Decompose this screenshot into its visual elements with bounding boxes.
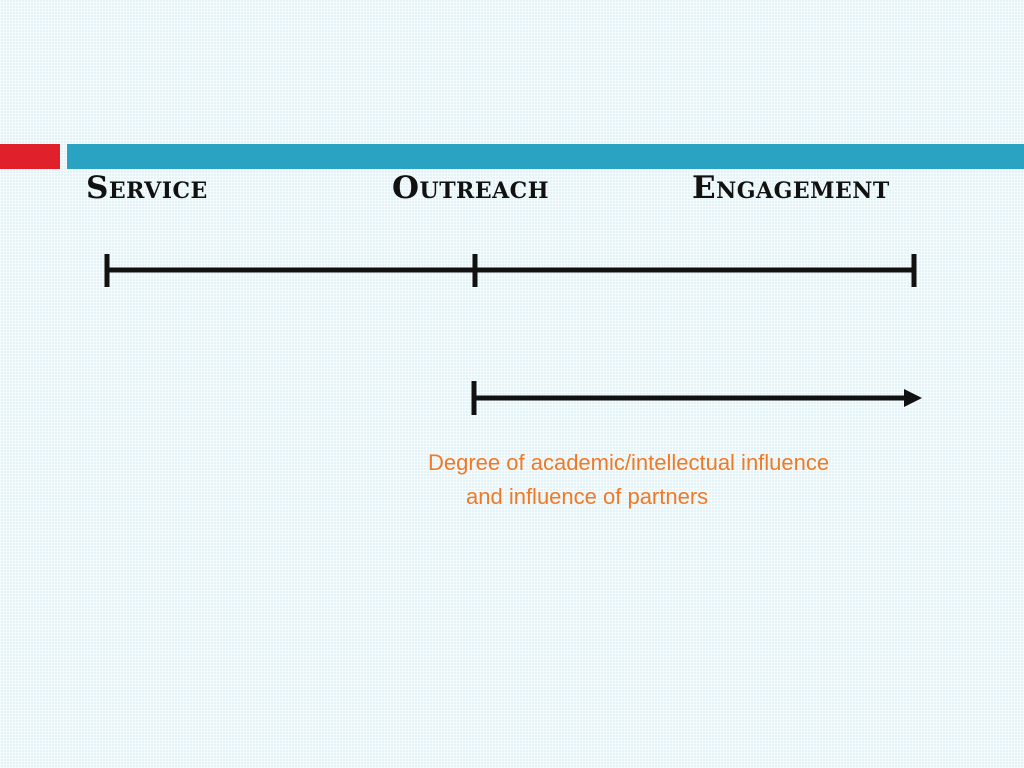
- accent-bar-blue: [67, 144, 1024, 169]
- influence-arrow: [471, 381, 922, 415]
- label-outreach: Outreach: [392, 170, 549, 206]
- arrow-head: [904, 389, 922, 407]
- continuum-line: [104, 254, 917, 287]
- arrow-caption: Degree of academic/intellectual influenc…: [428, 446, 948, 514]
- label-service: Service: [86, 170, 208, 206]
- caption-line-2: and influence of partners: [466, 484, 709, 509]
- accent-bar-red: [0, 144, 60, 169]
- label-engagement: Engagement: [692, 170, 890, 206]
- caption-line-1: Degree of academic/intellectual influenc…: [428, 450, 830, 475]
